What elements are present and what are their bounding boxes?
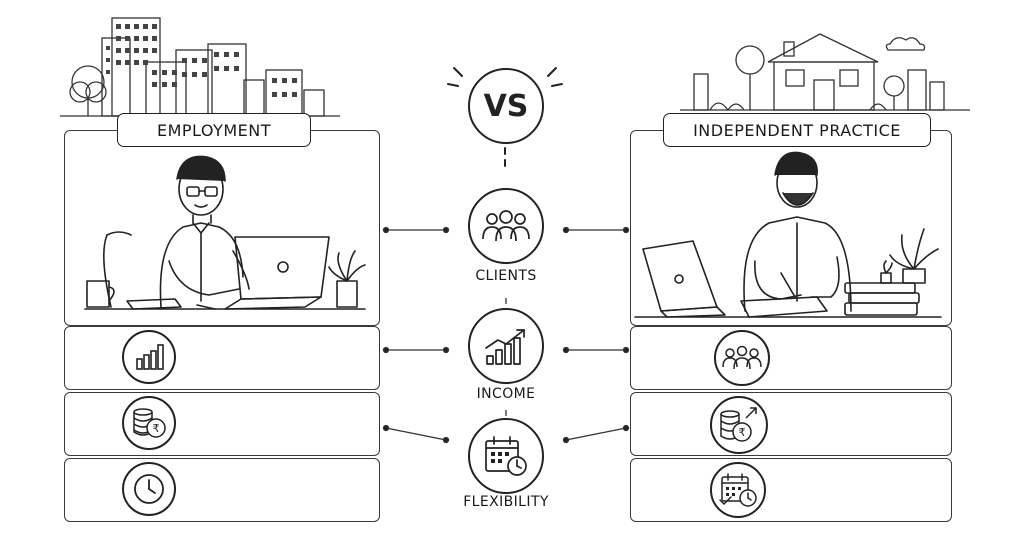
vs-burst-lines [447, 67, 563, 167]
coins-rupee-icon: ₹ [122, 396, 176, 450]
employment-row-income [64, 392, 380, 456]
employee-at-laptop-illustration [84, 155, 366, 310]
clock-icon [122, 462, 176, 516]
employment-illustration-panel [64, 130, 380, 326]
flexibility-label: FLEXIBILITY [463, 494, 549, 510]
independent-row-flexibility [630, 458, 952, 522]
clients-criterion-icon [468, 188, 544, 264]
professional-writing-illustration [634, 151, 942, 318]
independent-practice-title-text: INDEPENDENT PRACTICE [693, 120, 901, 140]
connector-lines [382, 226, 630, 444]
vs-badge: VS [468, 68, 544, 144]
income-label: INCOME [476, 386, 536, 402]
employment-row-flexibility [64, 458, 380, 522]
bar-chart-icon [122, 330, 176, 384]
svg-text:₹: ₹ [739, 426, 746, 439]
independent-row-clients [630, 326, 952, 390]
independent-row-income [630, 392, 952, 456]
employment-title-text: EMPLOYMENT [156, 120, 272, 140]
svg-text:₹: ₹ [153, 422, 160, 435]
clients-label: CLIENTS [475, 268, 537, 284]
city-skyline-illustration [60, 17, 340, 117]
employment-title: EMPLOYMENT [117, 113, 311, 147]
coins-rupee-growth-icon: ₹ [710, 396, 768, 454]
calendar-clock-icon [485, 436, 527, 476]
growth-chart-icon [485, 329, 525, 365]
people-group-icon [714, 330, 770, 386]
income-criterion-icon [468, 308, 544, 384]
house-illustration [680, 33, 970, 112]
people-group-icon [482, 210, 530, 242]
calendar-clock-check-icon [710, 462, 766, 518]
employment-row-clients [64, 326, 380, 390]
vs-text: VS [483, 88, 529, 124]
flexibility-criterion-icon [468, 418, 544, 494]
independent-illustration-panel [630, 130, 952, 326]
independent-practice-title: INDEPENDENT PRACTICE [663, 113, 931, 147]
